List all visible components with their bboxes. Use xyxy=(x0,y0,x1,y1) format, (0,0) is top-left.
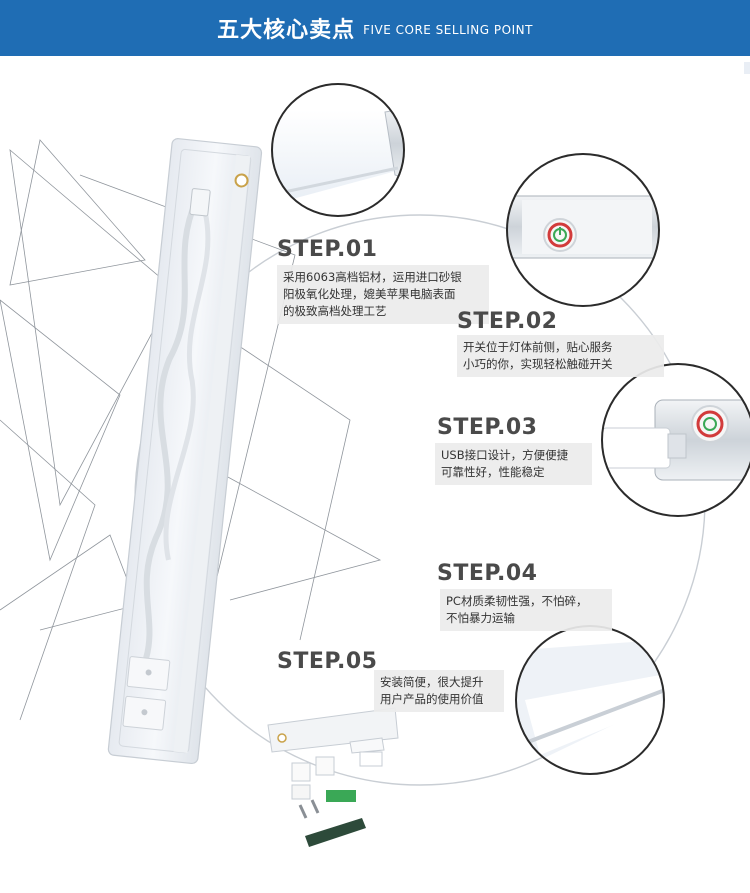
step-01-title: STEP.01 xyxy=(277,237,378,262)
step-04-line-2: 不怕暴力运输 xyxy=(446,611,515,625)
step-03-title: STEP.03 xyxy=(437,415,538,440)
step-04-title: STEP.04 xyxy=(437,561,538,586)
step-05-line-2: 用户产品的使用价值 xyxy=(380,692,484,706)
step-01-line-2: 阳极氧化处理，媲美苹果电脑表面 xyxy=(283,287,456,301)
header-banner xyxy=(0,0,750,56)
step-01-line-3: 的极致高档处理工艺 xyxy=(283,304,387,318)
step-05-title: STEP.05 xyxy=(277,649,378,674)
step-05-description: 安装简便，很大提升 用户产品的使用价值 xyxy=(374,670,504,712)
step-03-description: USB接口设计，方便便捷 可靠性好，性能稳定 xyxy=(435,443,592,485)
power-icon xyxy=(234,173,249,188)
step-03-line-1: USB接口设计，方便便捷 xyxy=(441,448,569,462)
edge-decoration xyxy=(744,62,750,74)
step-02-title: STEP.02 xyxy=(457,309,558,334)
header-title: 五大核心卖点 FIVE CORE SELLING POINT xyxy=(0,0,750,56)
step-01-description: 采用6063高档铝材，运用进口砂银 阳极氧化处理，媲美苹果电脑表面 的极致高档处… xyxy=(277,265,489,324)
usb-plug-icon xyxy=(667,433,687,459)
step-01-line-1: 采用6063高档铝材，运用进口砂银 xyxy=(283,270,462,284)
step-02-description: 开关位于灯体前侧，贴心服务 小巧的你，实现轻松触碰开关 xyxy=(457,335,664,377)
detail-circle-usb xyxy=(601,363,750,517)
step-03-line-2: 可靠性好，性能稳定 xyxy=(441,465,545,479)
step-02-line-1: 开关位于灯体前侧，贴心服务 xyxy=(463,340,613,354)
detail-circle-pc xyxy=(515,625,665,775)
accessories-illustration xyxy=(267,707,399,847)
step-02-line-2: 小巧的你，实现轻松触碰开关 xyxy=(463,357,613,371)
step-04-description: PC材质柔韧性强，不怕碎， 不怕暴力运输 xyxy=(440,589,612,631)
header-title-en: FIVE CORE SELLING POINT xyxy=(363,23,533,37)
header-title-cn: 五大核心卖点 xyxy=(217,18,356,43)
detail-circle-switch xyxy=(506,153,660,307)
detail-circle-aluminium xyxy=(271,83,405,217)
step-05-line-1: 安装简便，很大提升 xyxy=(380,675,484,689)
led-bar-product xyxy=(107,138,263,765)
step-04-line-1: PC材质柔韧性强，不怕碎， xyxy=(446,594,588,608)
